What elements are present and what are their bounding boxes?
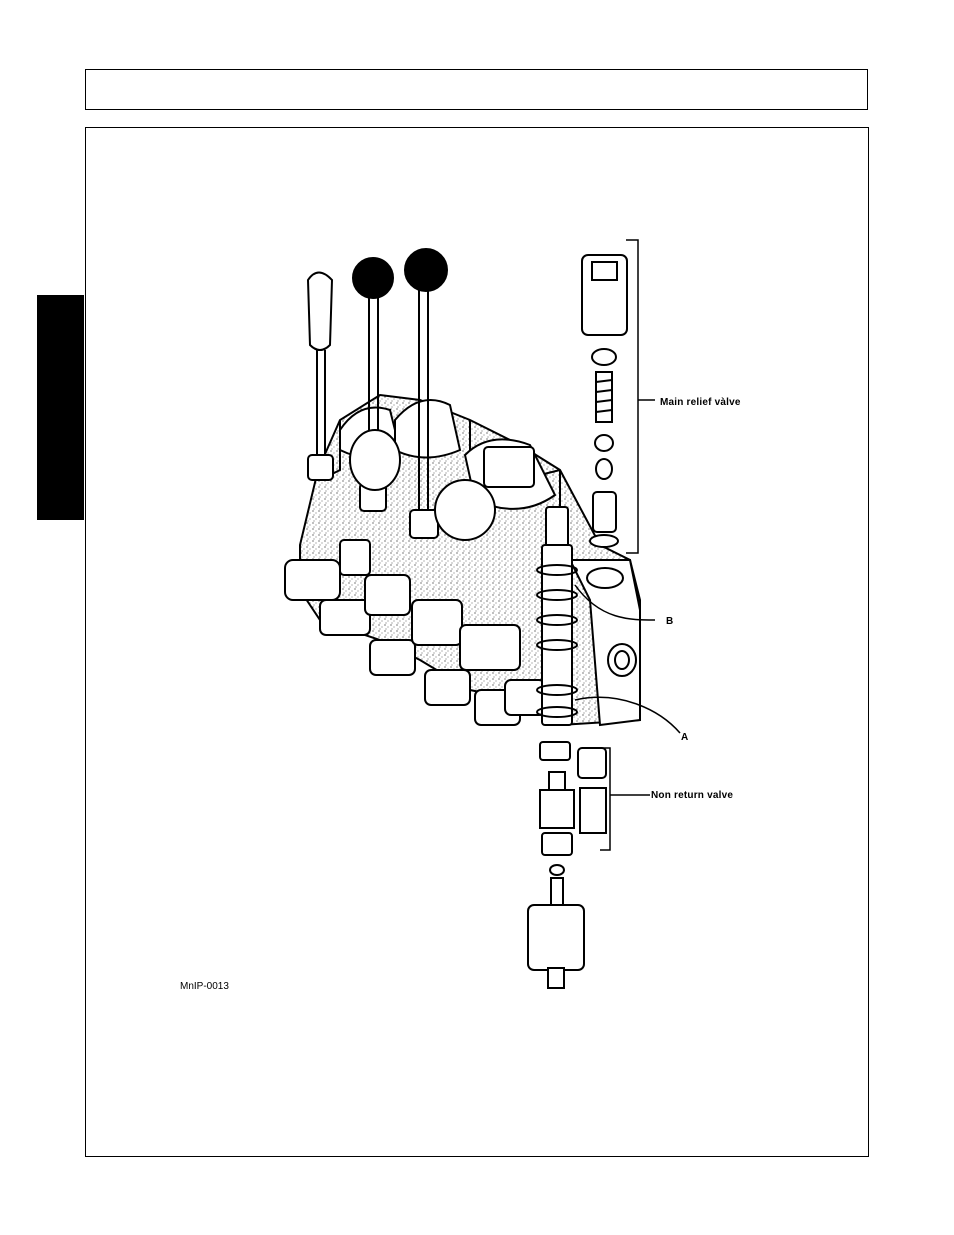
figure-code: MnIP-0013 [180, 981, 229, 992]
main-relief-valve-label: Main relief vàlve [660, 397, 741, 408]
lower-valve-parts [528, 742, 606, 988]
main-relief-valve-parts [582, 255, 627, 547]
non-return-valve-label: Non return valve [651, 790, 733, 801]
label-a: A [681, 732, 688, 743]
label-b: B [666, 616, 673, 627]
